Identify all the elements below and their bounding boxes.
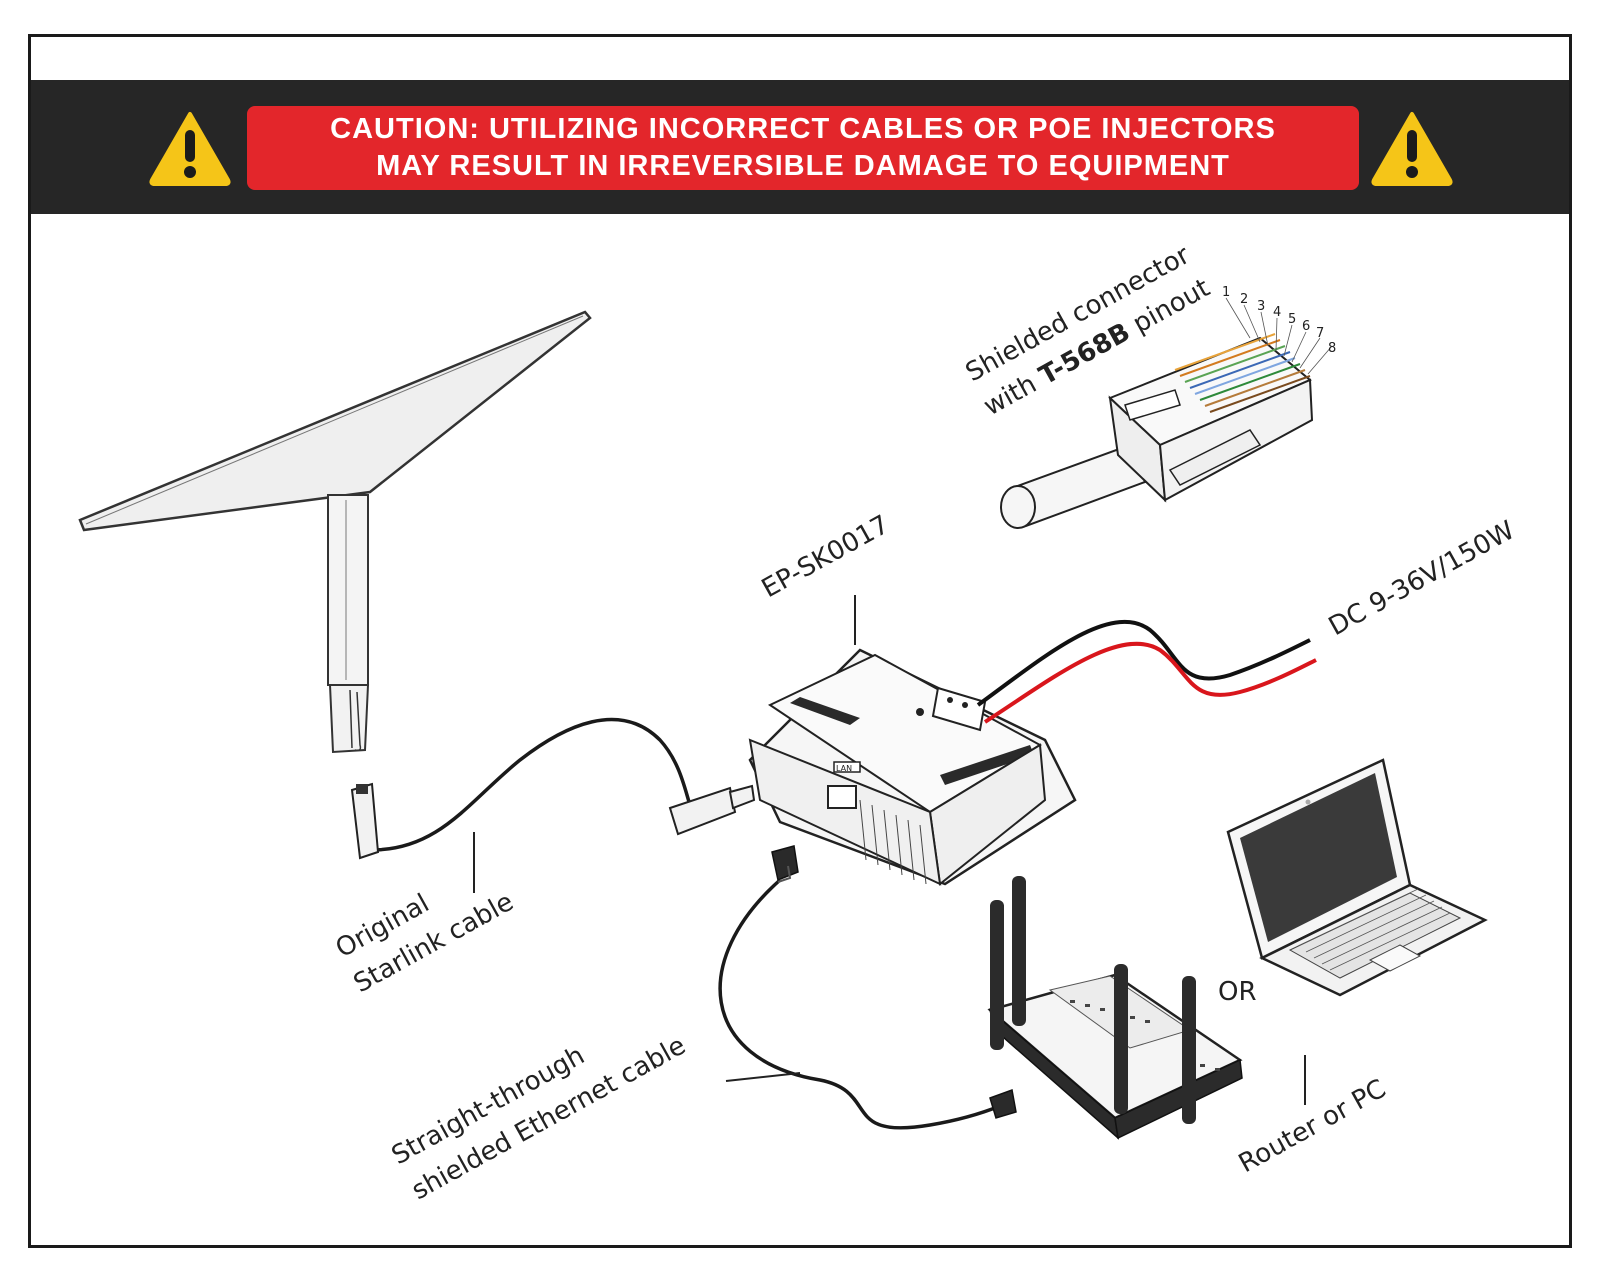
- caution-line-2: MAY RESULT IN IRREVERSIBLE DAMAGE TO EQU…: [376, 150, 1230, 182]
- caution-line-1: CAUTION: UTILIZING INCORRECT CABLES OR P…: [330, 113, 1276, 145]
- pin-label: 8: [1328, 341, 1336, 356]
- pin-label: 3: [1257, 299, 1265, 314]
- dc-power-wires: [976, 619, 1317, 724]
- warning-triangle-icon: [149, 112, 231, 186]
- diagram-frame: [28, 34, 1572, 1248]
- pin-numbers: 1 2 3 4 5 6 7 8: [1222, 285, 1336, 356]
- power-spec-label: DC 9-36V/150W: [1324, 515, 1520, 642]
- caution-box: CAUTION: UTILIZING INCORRECT CABLES OR P…: [247, 106, 1359, 190]
- router: [987, 876, 1243, 1140]
- device-model-label: EP-SK0017: [757, 510, 895, 604]
- pin-label: 5: [1288, 312, 1296, 327]
- pin-label: 2: [1240, 292, 1248, 307]
- rj45-shielded-connector: 1 2 3 4 5 6 7 8: [1000, 285, 1336, 529]
- pin-label: 7: [1316, 326, 1324, 341]
- pin-label: 1: [1222, 285, 1230, 300]
- starlink-dish: [78, 310, 592, 754]
- or-label: OR: [1218, 977, 1257, 1007]
- pin-label: 4: [1273, 305, 1281, 320]
- starlink-cable: [350, 717, 756, 893]
- laptop: [1226, 758, 1488, 997]
- router-pc-label: Router or PC: [1234, 1074, 1391, 1179]
- lan-port-label: LAN: [836, 764, 852, 773]
- warning-triangle-icon: [1371, 112, 1453, 186]
- ep-sk0017-injector: LAN: [748, 595, 1077, 886]
- ethernet-cable: [718, 845, 1017, 1130]
- pin-label: 6: [1302, 319, 1310, 334]
